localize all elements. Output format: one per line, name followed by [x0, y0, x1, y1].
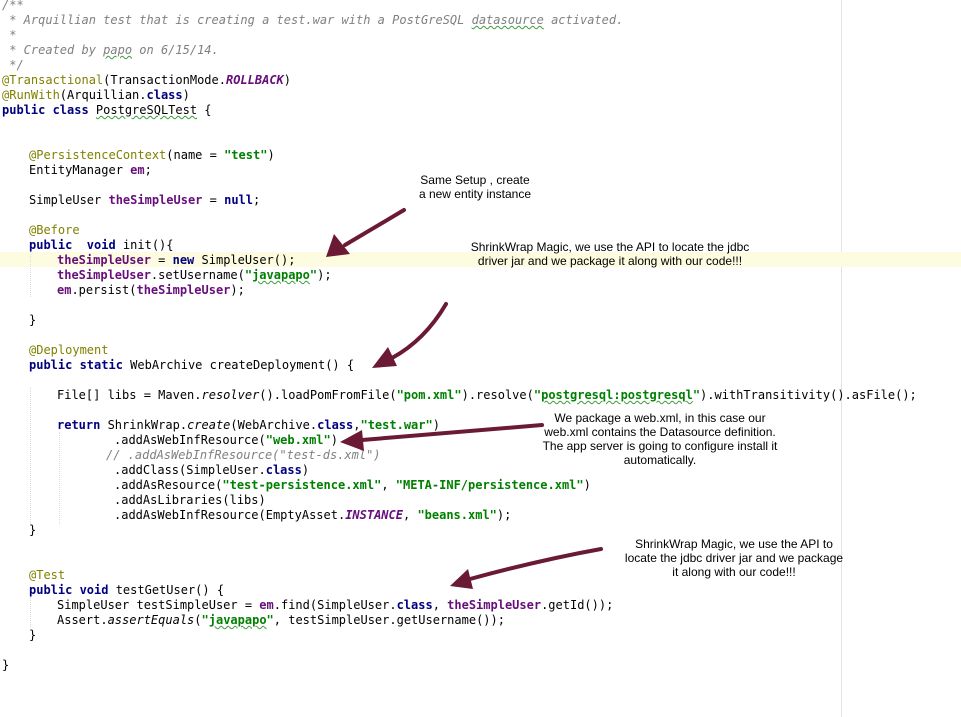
test-method-line: public void testGetUser() {: [29, 583, 225, 597]
annotation-text: automatically.: [623, 453, 697, 467]
test-annotation-line: @Test: [29, 568, 66, 582]
assert-equals-line: Assert.assertEquals("javapapo", testSimp…: [57, 613, 505, 627]
annotation-shrinkwrap-magic-2: ShrinkWrap Magic, we use the API to loca…: [616, 537, 852, 579]
annotation-text: web.xml contains the Datasource definiti…: [544, 425, 776, 439]
right-margin-guide: [841, 0, 842, 717]
add-libraries-line: .addAsLibraries(libs): [114, 493, 266, 507]
simple-user-field-line: SimpleUser theSimpleUser = null;: [29, 193, 261, 207]
add-class-line: .addClass(SimpleUser.class): [114, 463, 310, 477]
arrow-setup: [326, 208, 406, 257]
annotation-text: Same Setup , create: [420, 173, 530, 187]
annotation-web-xml: We package a web.xml, in this case our w…: [530, 411, 790, 467]
current-line-highlight: [0, 252, 961, 267]
doc-comment-open: /**: [2, 0, 24, 12]
doc-comment-close: */: [2, 58, 24, 72]
doc-comment-line: * Arquillian test that is creating a tes…: [2, 13, 624, 27]
set-username-line: theSimpleUser.setUsername("javapapo");: [57, 268, 332, 282]
doc-comment-line: * Created by papo on 6/15/14.: [2, 43, 219, 57]
persist-line: em.persist(theSimpleUser);: [57, 283, 245, 297]
entity-manager-field-line: EntityManager em;: [29, 163, 152, 177]
annotation-text: We package a web.xml, in this case our: [554, 411, 766, 425]
arrow-magic-2: [450, 547, 603, 589]
close-brace-line: }: [29, 523, 37, 537]
class-declaration-line: public class PostgreSQLTest {: [2, 103, 212, 117]
create-deployment-line: public static WebArchive createDeploymen…: [29, 358, 355, 372]
new-simple-user-line: theSimpleUser = new SimpleUser();: [57, 253, 296, 267]
indent-guide: [30, 597, 31, 627]
maven-resolve-line: File[] libs = Maven.resolver().loadPomFr…: [57, 388, 917, 402]
persistence-context-line: @PersistenceContext(name = "test"): [29, 148, 275, 162]
close-brace-line: }: [29, 313, 37, 327]
arrow-magic-1: [372, 302, 448, 368]
transactional-annotation-line: @Transactional(TransactionMode.ROLLBACK): [2, 73, 292, 87]
annotation-text: ShrinkWrap Magic, we use the API to loca…: [470, 240, 750, 254]
add-web-xml-line: .addAsWebInfResource("web.xml"): [114, 433, 338, 447]
annotation-text: locate the jdbc driver jar and we packag…: [624, 551, 844, 565]
annotation-text: The app server is going to configure ins…: [542, 439, 778, 453]
arrow-webxml: [340, 423, 544, 451]
init-method-line: public void init(){: [29, 238, 174, 252]
annotation-shrinkwrap-magic: ShrinkWrap Magic, we use the API to loca…: [455, 240, 765, 268]
commented-test-ds-line: // .addAsWebInfResource("test-ds.xml"): [106, 448, 381, 462]
annotation-text: driver jar and we package it along with …: [477, 254, 743, 268]
indent-guide: [30, 387, 31, 524]
annotation-text: a new entity instance: [418, 187, 532, 201]
close-brace-line: }: [29, 628, 37, 642]
annotation-text: ShrinkWrap Magic, we use the API to: [635, 537, 833, 551]
doc-comment-line: *: [2, 28, 17, 42]
class-close-brace-line: }: [2, 658, 10, 672]
annotation-text: it along with our code!!!: [672, 565, 796, 579]
annotation-same-setup: Same Setup , create a new entity instanc…: [400, 173, 550, 201]
add-beans-xml-line: .addAsWebInfResource(EmptyAsset.INSTANCE…: [114, 508, 512, 522]
find-user-line: SimpleUser testSimpleUser = em.find(Simp…: [57, 598, 614, 612]
shrinkwrap-create-line: return ShrinkWrap.create(WebArchive.clas…: [57, 418, 440, 432]
indent-guide: [59, 432, 60, 524]
deployment-annotation-line: @Deployment: [29, 343, 109, 357]
before-annotation-line: @Before: [29, 223, 80, 237]
runwith-annotation-line: @RunWith(Arquillian.class): [2, 88, 190, 102]
indent-guide: [30, 252, 31, 297]
add-resource-line: .addAsResource("test-persistence.xml", "…: [114, 478, 591, 492]
